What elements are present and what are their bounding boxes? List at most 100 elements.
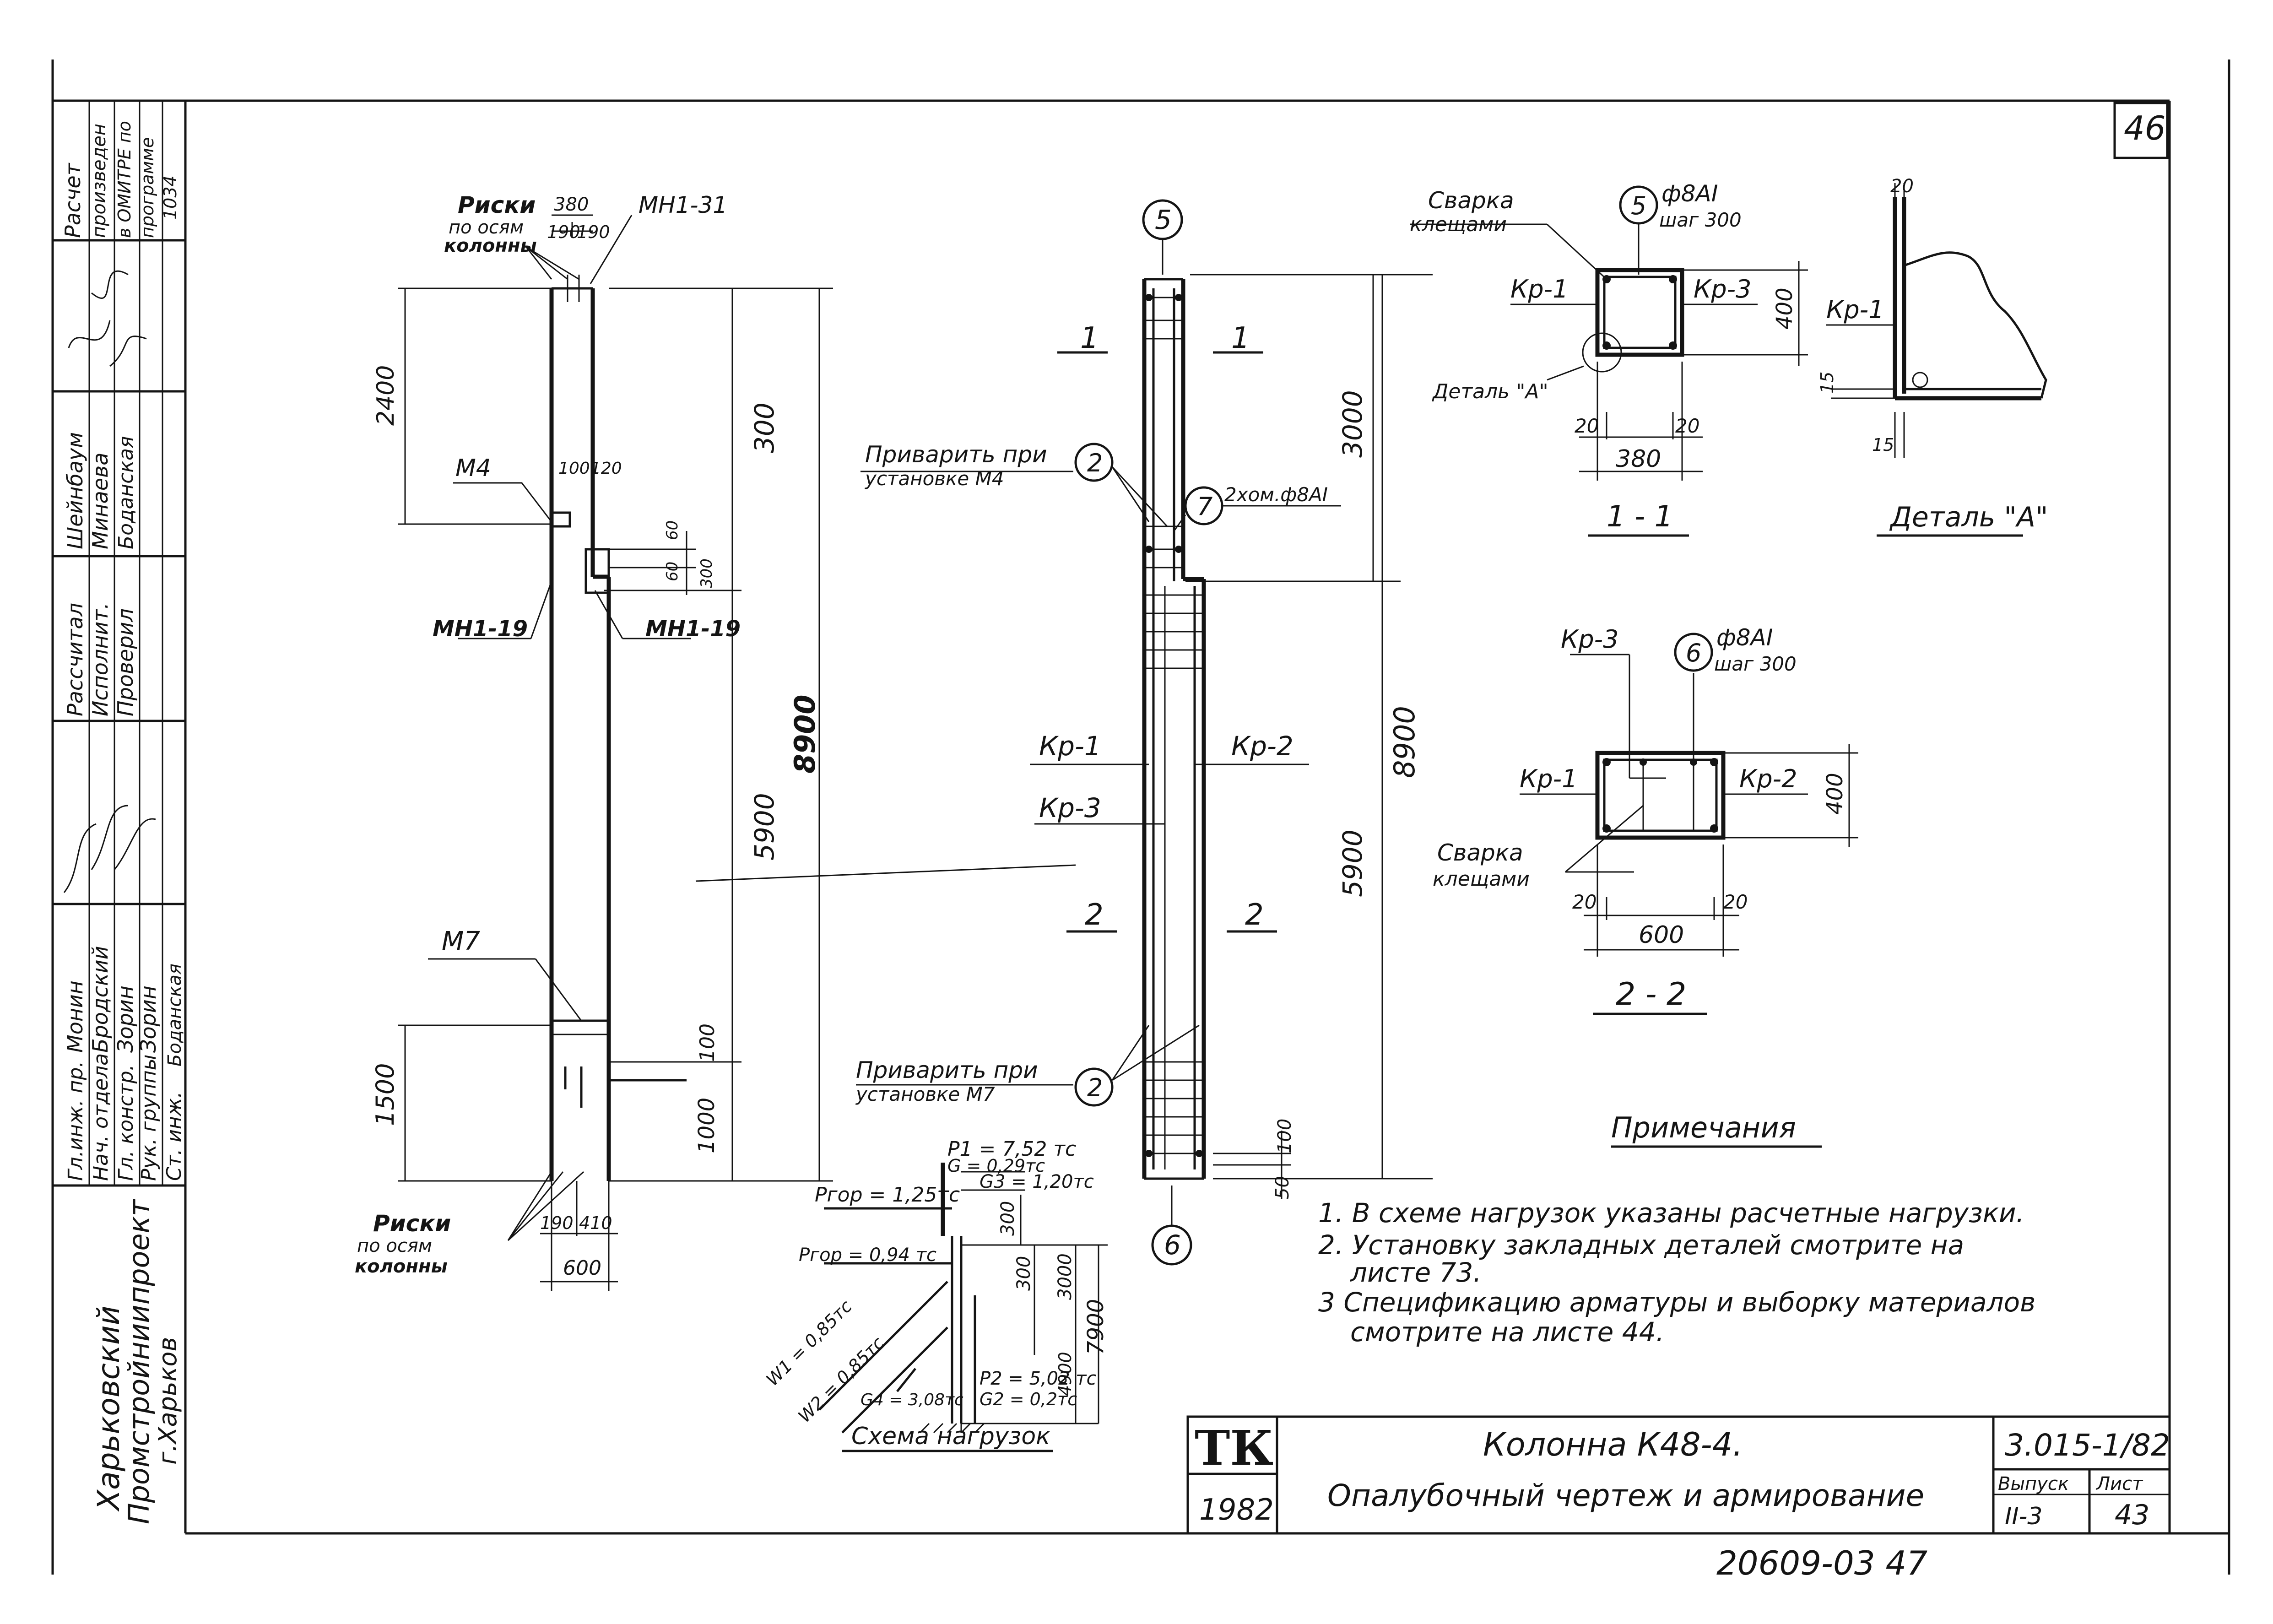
sec1-pitch: шаг 300	[1659, 209, 1742, 231]
sec2-dim-20-b: 20	[1723, 891, 1748, 913]
sec1-dim-20-a: 20	[1575, 415, 1599, 437]
stamp-name-l5: Боданская	[164, 964, 185, 1066]
dim-8900-left: 8900	[788, 694, 822, 774]
sec2-pitch: шаг 300	[1714, 653, 1797, 675]
formwork-view	[398, 214, 1076, 1291]
note-2: 2. Установку закладных деталей смотрите …	[1318, 1229, 1964, 1261]
detail-dim-15-b: 15	[1872, 435, 1894, 455]
circle-2-top: 2	[1087, 449, 1103, 477]
note-3: 3 Спецификацию арматуры и выборку матери…	[1318, 1287, 2035, 1318]
circle-2-bottom: 2	[1087, 1073, 1103, 1102]
title-year: 1982	[1199, 1493, 1274, 1527]
load-scheme	[818, 1163, 1108, 1452]
risk-bottom-label-3: колонны	[355, 1256, 448, 1277]
load-p1: P1 = 7,52 тс	[947, 1137, 1076, 1161]
dim-1500: 1500	[371, 1063, 400, 1126]
reinforcement-view	[856, 199, 1433, 1266]
sec2-kr-2: Кр-2	[1739, 764, 1797, 793]
section-1-left: 1	[1080, 321, 1099, 355]
load-dim-300-b: 300	[1013, 1256, 1034, 1291]
formwork-view-labels: Риски по осям колонны 380 190 190 МН1-31…	[355, 192, 822, 1280]
bar-7: 2хом.ф8АI	[1224, 483, 1328, 506]
sec2-dim-400: 400	[1822, 773, 1848, 815]
sec1-bar: ф8АI	[1661, 180, 1718, 207]
stamp-role-r3: Проверил	[113, 608, 138, 716]
stamp-role-l2: Нач. отдела	[89, 1053, 113, 1181]
detail-kr-1: Кр-1	[1826, 295, 1884, 324]
risk-top-label: Риски	[458, 192, 536, 218]
stamp-name-r2: Минаева	[88, 453, 113, 549]
sec2-bar: ф8АI	[1716, 624, 1773, 651]
weld-bottom-line-1: Приварить при	[856, 1057, 1038, 1083]
dim-50-mid: 50	[1272, 1176, 1293, 1199]
title-line-2: Опалубочный чертеж и армирование	[1327, 1478, 1924, 1513]
title-block	[1186, 1415, 2171, 1535]
sec2-dim-600: 600	[1639, 921, 1684, 949]
title-issue: II-3	[2005, 1503, 2043, 1530]
section-2-2-labels: Кр-3 6 ф8АI шаг 300 Кр-1 Кр-2 400 Сварка…	[1433, 624, 1848, 1012]
sec2-circle-6: 6	[1686, 639, 1701, 667]
note-1: 1. В схеме нагрузок указаны расчетные на…	[1318, 1197, 2024, 1229]
stamp-org-3: г.Харьков	[153, 1337, 182, 1465]
section-2-2	[1520, 633, 1858, 1015]
weld-bottom-line-2: установке М7	[855, 1083, 995, 1105]
load-scheme-title: Схема нагрузок	[851, 1423, 1050, 1450]
dim-380-top: 380	[554, 194, 589, 215]
detail-dim-20: 20	[1890, 176, 1914, 197]
dim-100-mid: 100	[1274, 1119, 1295, 1153]
sec1-kr-1: Кр-1	[1510, 275, 1568, 303]
stamp-name-r3: Боданская	[114, 436, 138, 549]
dim-600-left: 600	[563, 1256, 601, 1280]
sec2-kr-3: Кр-3	[1561, 625, 1618, 654]
load-g1: G = 0,29тс	[947, 1156, 1045, 1176]
dim-190-c: 190	[540, 1213, 574, 1233]
stamp-name-l2: Бродский	[88, 946, 113, 1053]
dim-190-b: 190	[577, 222, 610, 242]
risk-top-label-2: по осям	[449, 217, 524, 238]
load-g4: G4 = 3,08тс	[860, 1391, 963, 1409]
detail-a	[1826, 183, 2047, 537]
stamp-role-r1: Рассчитал	[63, 603, 87, 716]
load-pgor-1: Pгор = 1,25тс	[815, 1183, 960, 1207]
detail-dim-15-a: 15	[1817, 372, 1837, 394]
title-sheet: 43	[2115, 1499, 2149, 1531]
section-1-1	[1410, 185, 1808, 537]
mark-m4: М4	[455, 455, 491, 482]
circle-7: 7	[1197, 492, 1212, 521]
mark-mn1-31: МН1-31	[639, 192, 727, 218]
load-dim-3000: 3000	[1055, 1253, 1076, 1300]
title-block-labels: ТК 1982 Колонна К48-4. Опалубочный черте…	[1195, 1420, 2170, 1531]
risk-bottom-label: Риски	[373, 1210, 451, 1237]
sec2-weld-2: клещами	[1433, 867, 1530, 891]
stamp-role-l4: Рук. группы	[137, 1055, 161, 1181]
load-g3: G3 = 1,20тс	[980, 1171, 1094, 1192]
risk-top-label-3: колонны	[444, 235, 537, 256]
sec2-kr-1: Кр-1	[1520, 764, 1577, 793]
mark-m7: М7	[442, 926, 480, 956]
stamp-signatures	[63, 270, 156, 893]
title-sheet-label: Лист	[2095, 1473, 2143, 1494]
mark-mn1-19-left: МН1-19	[433, 616, 528, 642]
dim-100: 100	[558, 459, 590, 478]
stamp-calc-line-2: произведен	[89, 124, 110, 238]
stamp-calc-line-5: 1034	[160, 175, 180, 220]
axis-6: 6	[1164, 1229, 1181, 1261]
load-dim-300-a: 300	[997, 1201, 1018, 1236]
sec1-weld-1: Сварка	[1428, 187, 1514, 214]
section-2-right: 2	[1245, 898, 1264, 932]
sec2-dim-20-a: 20	[1572, 891, 1597, 913]
stamp-org-2: Промстройниипроект	[122, 1199, 156, 1524]
load-dim-7900: 7900	[1083, 1299, 1109, 1355]
section-1-right: 1	[1231, 321, 1250, 355]
note-2b: листе 73.	[1350, 1257, 1482, 1288]
dim-410: 410	[579, 1213, 612, 1233]
kr-3-mid: Кр-3	[1039, 792, 1101, 823]
dim-300-small: 300	[698, 558, 716, 588]
load-dim-4900: 4900	[1055, 1352, 1075, 1396]
section-2-left: 2	[1085, 898, 1104, 932]
stamp-name-l4: Зорин	[136, 985, 161, 1053]
sheet-number-top: 46	[2124, 109, 2166, 147]
title-code: 3.015-1/82	[2005, 1428, 2170, 1463]
dim-100-b: 100	[696, 1023, 719, 1062]
